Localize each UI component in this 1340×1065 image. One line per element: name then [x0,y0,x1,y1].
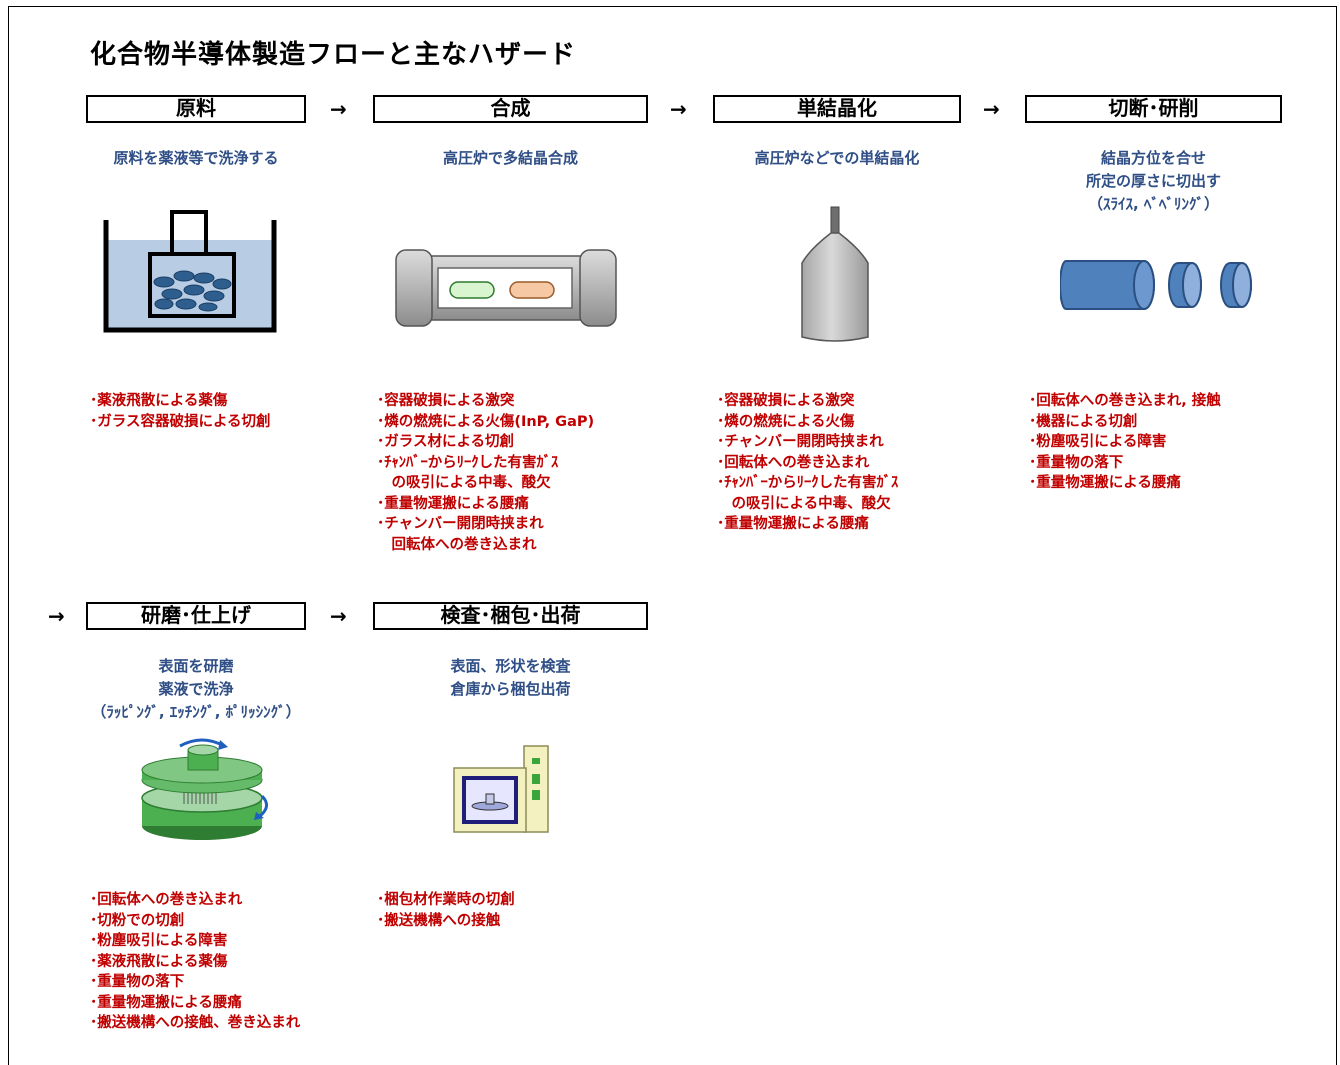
flow-arrow: → [330,604,347,628]
hazard-item: ･回転体への巻き込まれ [717,454,870,471]
description-line: 高圧炉で多結晶合成 [442,149,578,167]
hazard-item: ･重量物運搬による腰痛 [90,994,242,1011]
hazard-item: の吸引による中毒、酸欠 [717,495,891,512]
diagram-frame [8,6,1337,1065]
stage-header-inspection: 検査･梱包･出荷 [373,602,648,630]
hazard-item: ･薬液飛散による薬傷 [90,393,228,409]
hazard-list-inspection: ･梱包材作業時の切創 ･搬送機構への接触 [377,890,515,931]
hazard-item: ･重量物運搬による腰痛 [717,516,869,532]
description-line: （ﾗｯﾋﾟﾝｸﾞ, ｴｯﾁﾝｸﾞ, ﾎﾟﾘｯｼﾝｸﾞ） [91,703,301,721]
hazard-list-cutting: ･回転体への巻き込まれ, 接触 ･機器による切創 ･粉塵吸引による障害 ･重量物… [1029,391,1221,494]
hazard-item: ･切粉での切創 [90,912,185,929]
hazard-list-polishing: ･回転体への巻き込まれ ･切粉での切創 ･粉塵吸引による障害 ･薬液飛散による薬… [90,890,300,1034]
hazard-list-raw-material: ･薬液飛散による薬傷 ･ガラス容器破損による切創 [90,391,271,432]
inspection-machine-icon [453,745,549,833]
hazard-item: 回転体への巻き込まれ [377,536,537,553]
stage-description-inspection: 表面、形状を検査 倉庫から梱包出荷 [373,655,648,701]
hazard-item: ･回転体への巻き込まれ [90,892,243,908]
hazard-item: の吸引による中毒、酸欠 [377,475,551,491]
description-line: 表面、形状を検査 [450,657,571,675]
hazard-item: ･チャンバー開閉時挟まれ [717,434,884,450]
hazard-item: ･チャンバー開閉時挟まれ [377,516,544,532]
hazard-item: ･梱包材作業時の切創 [377,892,515,908]
flow-arrow: → [48,604,65,628]
ingot-slicing-icon [1060,260,1252,310]
description-line: （ｽﾗｲｽ, ﾍﾞﾍﾞﾘﾝｸﾞ） [1088,195,1219,213]
hazard-list-single-crystal: ･容器破損による激突 ･燐の燃焼による火傷 ･チャンバー開閉時挟まれ ･回転体へ… [717,391,898,535]
hazard-item: ･重量物の落下 [90,974,185,990]
stage-header-polishing: 研磨･仕上げ [86,602,306,630]
description-line: 結晶方位を合せ [1100,149,1206,167]
description-line: 倉庫から梱包出荷 [450,680,571,698]
stage-header-cutting: 切断･研削 [1025,95,1282,123]
description-line: 薬液で洗浄 [158,680,234,698]
stage-description-raw-material: 原料を薬液等で洗浄する [86,147,306,170]
stage-description-single-crystal: 高圧炉などでの単結晶化 [713,147,961,170]
hazard-item: ･ガラス材による切創 [377,434,515,450]
hazard-item: ･ﾁｬﾝﾊﾞｰからﾘｰｸした有害ｶﾞｽ [377,454,559,471]
hazard-item: ･容器破損による激突 [717,393,855,409]
stage-description-synthesis: 高圧炉で多結晶合成 [373,147,648,170]
hazard-item: ･容器破損による激突 [377,393,515,409]
flow-arrow: → [983,97,1000,121]
hazard-item: ･重量物の落下 [1029,454,1124,471]
hazard-item: ･回転体への巻き込まれ, 接触 [1029,393,1221,409]
stage-description-cutting: 結晶方位を合せ 所定の厚さに切出す （ｽﾗｲｽ, ﾍﾞﾍﾞﾘﾝｸﾞ） [1025,147,1282,216]
hazard-item: ･ﾁｬﾝﾊﾞｰからﾘｰｸした有害ｶﾞｽ [717,475,899,491]
single-crystal-ingot-icon [801,206,869,342]
stage-header-raw-material: 原料 [86,95,306,123]
flow-arrow: → [330,97,347,121]
stage-description-polishing: 表面を研磨 薬液で洗浄 （ﾗｯﾋﾟﾝｸﾞ, ｴｯﾁﾝｸﾞ, ﾎﾟﾘｯｼﾝｸﾞ） [86,655,306,724]
hazard-item: ･搬送機構への接触、巻き込まれ [90,1015,301,1031]
hazard-item: ･搬送機構への接触 [377,912,501,929]
hazard-item: ･燐の燃焼による火傷(InP, GaP) [377,413,595,430]
page-title: 化合物半導体製造フローと主なハザード [90,40,577,70]
hazard-item: ･燐の燃焼による火傷 [717,413,855,430]
description-line: 高圧炉などでの単結晶化 [754,149,920,167]
description-line: 所定の厚さに切出す [1085,172,1221,190]
hazard-item: ･ガラス容器破損による切創 [90,413,271,430]
hazard-item: ･重量物運搬による腰痛 [1029,475,1181,491]
hazard-item: ･薬液飛散による薬傷 [90,953,228,970]
synthesis-furnace-icon [395,249,617,327]
stage-header-synthesis: 合成 [373,95,648,123]
hazard-list-synthesis: ･容器破損による激突 ･燐の燃焼による火傷(InP, GaP) ･ガラス材による… [377,391,594,555]
hazard-item: ･重量物運搬による腰痛 [377,495,529,512]
stage-header-single-crystal: 単結晶化 [713,95,961,123]
description-line: 原料を薬液等で洗浄する [113,149,279,167]
hazard-item: ･粉塵吸引による障害 [1029,434,1167,450]
flow-arrow: → [670,97,687,121]
hazard-item: ･機器による切創 [1029,413,1138,430]
hazard-item: ･粉塵吸引による障害 [90,933,228,949]
polishing-machine-icon [141,738,268,840]
beaker-cleaning-icon [103,210,277,333]
description-line: 表面を研磨 [158,657,234,675]
